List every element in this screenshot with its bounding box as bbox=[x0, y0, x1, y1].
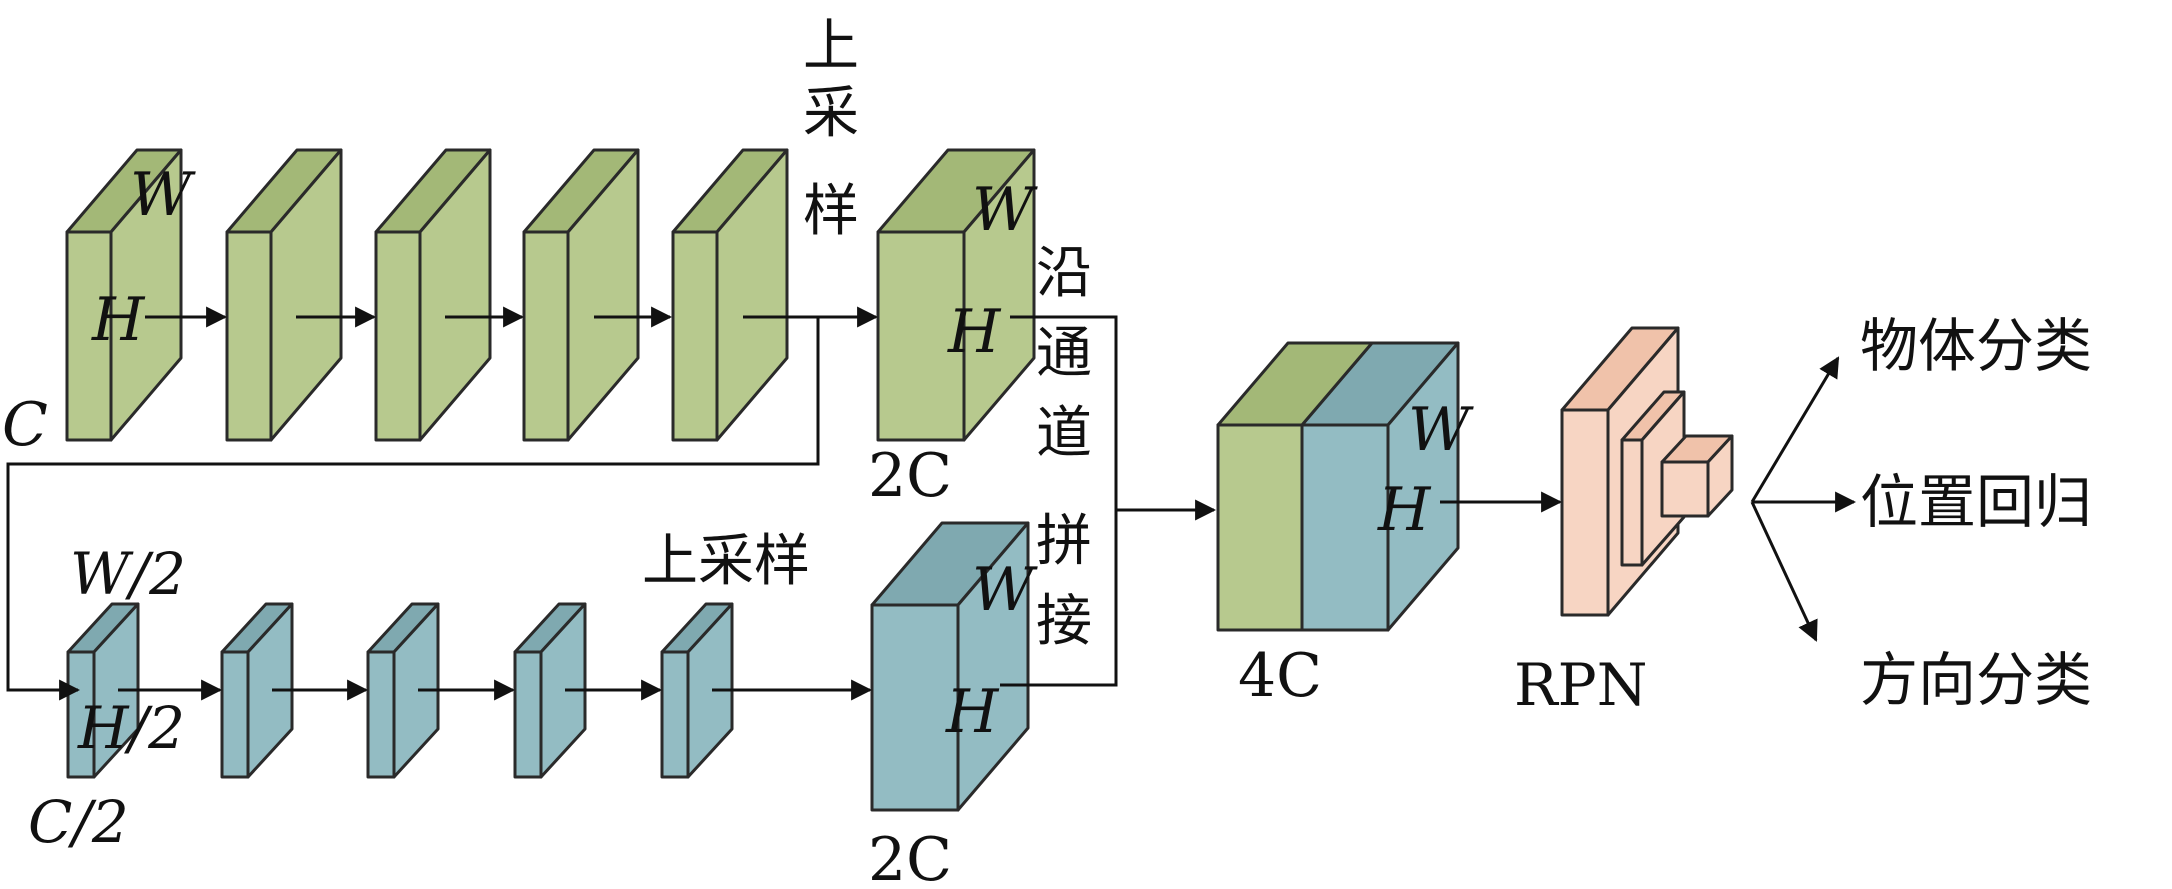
block-bot-2-front bbox=[220, 650, 250, 779]
block-bot-5 bbox=[660, 602, 734, 779]
block-bot-3 bbox=[366, 602, 440, 779]
feature-blocks bbox=[65, 148, 1734, 812]
block-top-1 bbox=[65, 148, 183, 442]
label-concat-2: 通 bbox=[1036, 321, 1092, 386]
label-top-c: C bbox=[2, 390, 48, 460]
block-bot-2c bbox=[870, 521, 1030, 812]
label-top-2c: 2C bbox=[868, 441, 952, 511]
block-top-3-front bbox=[374, 230, 422, 442]
arrow-out-cls bbox=[1750, 356, 1840, 503]
block-merge-green-front bbox=[1216, 423, 1304, 632]
label-bot-h2: H/2 bbox=[77, 694, 185, 762]
block-merge-blue-front bbox=[1300, 423, 1390, 632]
concat-top bbox=[1010, 315, 1118, 510]
label-concat-3: 道 bbox=[1036, 401, 1092, 466]
block-merge-green-top bbox=[1216, 341, 1374, 427]
label-bot-2c: 2C bbox=[868, 825, 952, 889]
block-top-1-front bbox=[65, 230, 113, 442]
labels: W H C 上 采 样 W H 2C 沿 通 道 拼 接 W/2 H/2 C/2… bbox=[2, 14, 2092, 889]
label-merge-4c: 4C bbox=[1238, 641, 1322, 711]
block-bot-3-front bbox=[366, 650, 396, 779]
block-top-2c-front bbox=[876, 230, 966, 442]
arrow-out-dir bbox=[1750, 501, 1818, 642]
label-upsample-top-3: 样 bbox=[803, 179, 859, 244]
block-bot-1 bbox=[66, 602, 140, 779]
label-merge-w: W bbox=[1408, 395, 1474, 465]
branch-line bbox=[6, 317, 820, 692]
block-top-4 bbox=[522, 148, 640, 442]
block-bot-4-front bbox=[513, 650, 543, 779]
block-merge-green bbox=[1216, 423, 1304, 632]
label-upsample-top-2: 采 bbox=[803, 81, 859, 146]
label-bot-w2: W/2 bbox=[70, 540, 186, 608]
block-bot-2c-front bbox=[870, 603, 960, 812]
label-bot-c2: C/2 bbox=[28, 788, 129, 856]
label-upsample-bottom: 上采样 bbox=[642, 529, 810, 594]
label-concat-4: 拼 bbox=[1036, 509, 1092, 574]
block-bot-5-front bbox=[660, 650, 690, 779]
block-bot-2 bbox=[220, 602, 294, 779]
label-top-w: W bbox=[130, 160, 196, 230]
label-top2c-w: W bbox=[972, 175, 1038, 245]
block-top-2-front bbox=[225, 230, 273, 442]
label-rpn: RPN bbox=[1514, 651, 1647, 719]
block-top-5 bbox=[671, 148, 789, 442]
label-direction-classification: 方向分类 bbox=[1860, 646, 2092, 714]
label-top-h: H bbox=[91, 285, 146, 355]
label-concat-5: 接 bbox=[1036, 589, 1092, 654]
block-bot-4 bbox=[513, 602, 587, 779]
block-rpn-inner-front bbox=[1660, 460, 1710, 518]
concat-bottom bbox=[1000, 510, 1118, 687]
block-merge-blue bbox=[1300, 341, 1460, 632]
block-rpn-outer-front bbox=[1560, 408, 1610, 617]
label-upsample-top-1: 上 bbox=[803, 14, 859, 79]
connections bbox=[6, 306, 1857, 701]
block-top-2 bbox=[225, 148, 343, 442]
block-top-3 bbox=[374, 148, 492, 442]
block-top-5-front bbox=[671, 230, 719, 442]
block-top-4-front bbox=[522, 230, 570, 442]
block-top-2c bbox=[876, 148, 1036, 442]
label-bot2c-h: H bbox=[945, 677, 1000, 747]
label-merge-h: H bbox=[1377, 475, 1432, 545]
label-bot2c-w: W bbox=[972, 555, 1038, 625]
label-position-regression: 位置回归 bbox=[1860, 468, 2092, 536]
label-object-classification: 物体分类 bbox=[1860, 312, 2092, 380]
label-top2c-h: H bbox=[947, 297, 1002, 367]
block-rpn-inner bbox=[1660, 434, 1734, 518]
label-concat-1: 沿 bbox=[1036, 241, 1092, 306]
block-rpn-mid-front bbox=[1620, 438, 1644, 567]
